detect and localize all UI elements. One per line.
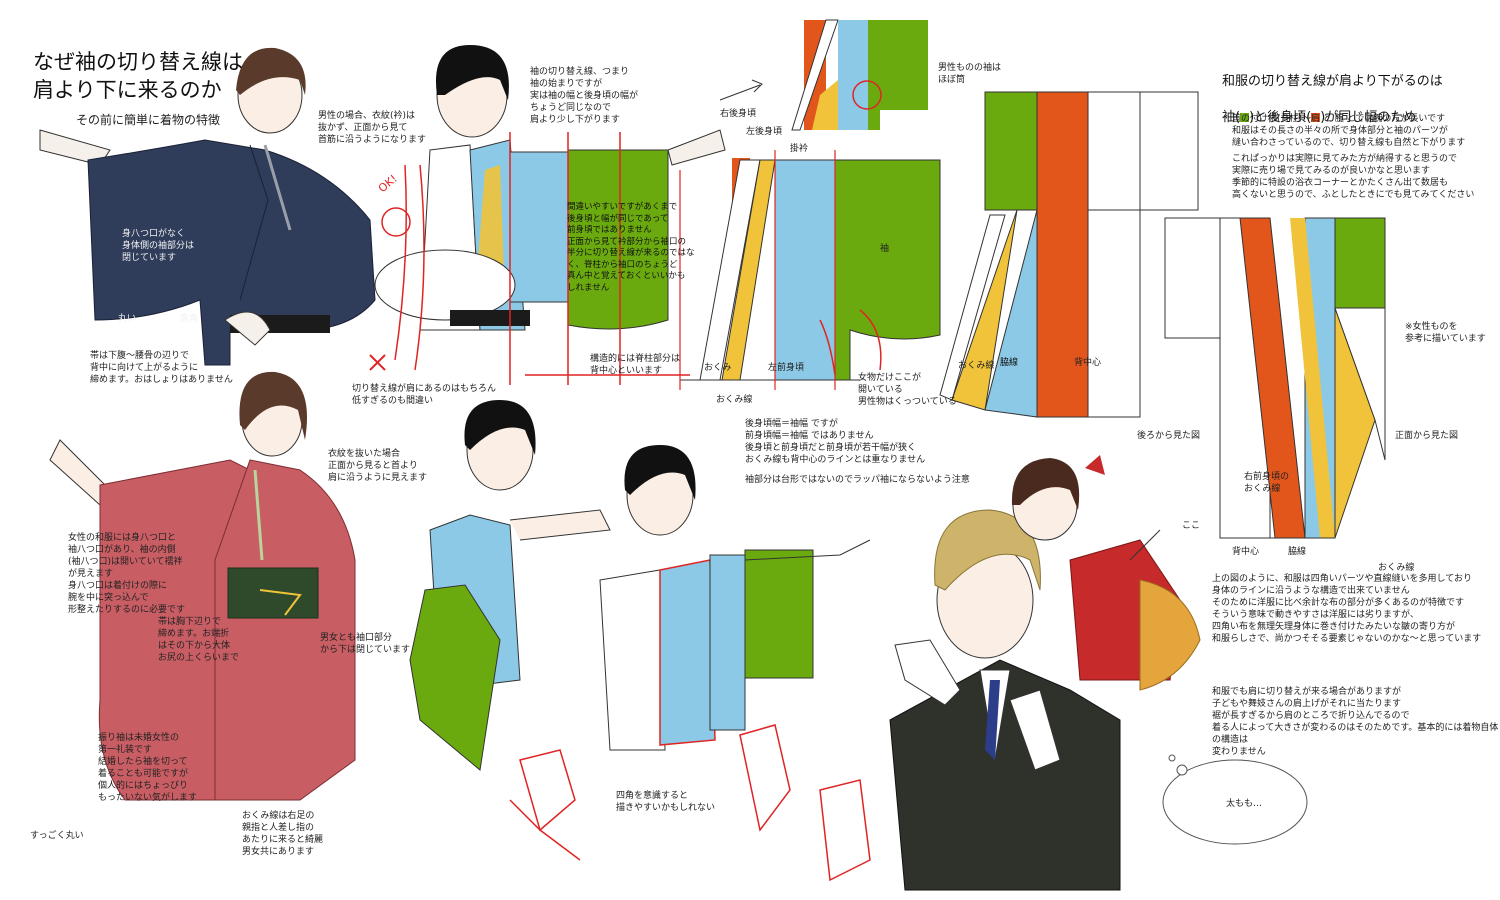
- back-view-diagram: [939, 91, 1199, 418]
- label-okumi: おくみ: [704, 363, 732, 373]
- label-sechushin-back: 背中心: [1074, 358, 1102, 368]
- right-header-line2: 袖( )と後身頃( )が同じ幅のため: [1222, 91, 1416, 127]
- small-sleeve-diagram: [719, 19, 928, 131]
- bottom-para-2: 和服でも肩に切り替えが来る場合がありますが 子どもや舞妓さんの肩上げがそれに当た…: [1212, 687, 1499, 757]
- orange-swatch: [1311, 113, 1321, 122]
- label-okumisen-front: おくみ線: [1378, 563, 1415, 573]
- man-suit-with-girl-figure: [889, 455, 1201, 891]
- two-men-sleeve-figure: [409, 400, 871, 882]
- front-view-diagram: [1164, 217, 1386, 539]
- label-okumisen-mid: おくみ線: [716, 395, 753, 405]
- note-furisode: 振り袖は未婚女性の 第一礼装です 結婚したら袖を切って 着ることも可能ですが 個…: [98, 733, 198, 803]
- label-sode: 袖: [880, 244, 890, 254]
- label-okumisen-back: おくみ線: [958, 361, 995, 371]
- label-futomomo: 太もも…: [1226, 799, 1263, 809]
- label-front-view: 正面から見た図: [1395, 431, 1459, 441]
- label-sechushin-front: 背中心: [1232, 547, 1260, 557]
- right-para-2: これぱっかりは実際に見てみた方が納得すると思うので 実際に売り場で見てみるのが良…: [1232, 154, 1475, 200]
- label-wakisen-back: 脇線: [1000, 358, 1019, 368]
- man-colored-diagram-figure: [369, 45, 726, 385]
- label-chokkaku: 直角: [180, 314, 199, 324]
- header-part-b: )と後身頃(: [1249, 110, 1312, 125]
- page-subtitle: その前に簡単に着物の特徴: [76, 113, 221, 127]
- label-sugoku-marui: すっごく丸い: [30, 831, 84, 841]
- note-female-kimono: 女性の和服には身八つ口と 袖八つ口があり、袖の内側 (袖八つ口)は開いていて襦袢…: [68, 533, 186, 615]
- label-hidari-ushiro: 左後身頃: [746, 127, 783, 137]
- label-koko: ここ: [1182, 521, 1201, 531]
- note-okumisen-foot: おくみ線は右足の 親指と人差し指の あたりに来ると綺麗 男女共にあります: [242, 811, 324, 857]
- label-migi-mae-okumi: 右前身頃の おくみ線: [1244, 472, 1290, 494]
- note-too-low: 切り替え線が肩にあるのはもちろん 低すぎるのも間違い: [352, 384, 497, 406]
- note-female-ref: ※女性ものを 参考に描いています: [1405, 322, 1486, 344]
- note-both-closed: 男女とも袖口部分 から下は閉じています: [320, 633, 411, 655]
- note-mistake: 間違いやすいですがあくまで 後身頃と幅が同じであって 前身頃ではありません 正面…: [567, 202, 695, 293]
- note-shikaku: 四角を意識すると 描きやすいかもしれない: [616, 791, 716, 813]
- green-swatch: [1240, 113, 1250, 122]
- right-para-1: 首の付け根(脊柱)～肩 と 腕 とでは腕の方が長いです 和服はその長さの半々の所…: [1232, 114, 1466, 148]
- note-male-collar: 男性の場合、衣紋(衿)は 抜かず、正面から見て 首筋に沿うようになります: [318, 111, 427, 145]
- man-navy-kimono-figure: [39, 47, 376, 366]
- page-title: なぜ袖の切り替え線は肩より下に来るのか: [33, 50, 243, 102]
- note-obi-female: 帯は胸下辺りで 締めます。お端折 はその下から大体 お尻の上くらいまで: [158, 617, 240, 663]
- note-onna-only: 女物だけここが 開いている 男性物はくっついている: [858, 373, 957, 407]
- header-part-c: )が同じ幅のため: [1320, 110, 1417, 125]
- label-kakeeri: 掛衿: [790, 144, 809, 154]
- label-back-view: 後ろから見た図: [1137, 431, 1201, 441]
- note-miyatsuguchi-male: 身八つ口がなく 身体側の袖部分は 閉じています: [122, 229, 195, 263]
- note-rappa: 袖部分は台形ではないのでラッパ袖にならないよう注意: [745, 475, 970, 485]
- note-seam-explain: 袖の切り替え線、つまり 袖の始まりですが 実は袖の幅と後身頃の幅が ちょうど同じ…: [530, 67, 639, 125]
- kimono-half-diagram: [679, 150, 941, 390]
- note-male-same-sleeve: 男性ものの袖は ほぼ筒: [938, 63, 1002, 85]
- note-female-collar: 衣紋を抜いた場合 正面から見ると首より 肩に沿うように見えます: [328, 449, 428, 483]
- thought-bubble: [1162, 754, 1308, 845]
- bottom-para-1: 上の図のように、和服は四角いパーツや直線縫いを多用しており 身体のラインに沿うよ…: [1212, 574, 1482, 644]
- label-migi-ushiro: 右後身頃: [720, 109, 757, 119]
- note-structure: 構造的には脊柱部分は 背中心といいます: [590, 354, 681, 376]
- label-marui: 丸い: [118, 314, 137, 324]
- label-hidari-mae: 左前身頃: [768, 363, 805, 373]
- right-header-line1: 和服の切り替え線が肩より下がるのは: [1222, 74, 1443, 89]
- note-width-eq: 後身頃幅＝袖幅 ですが 前身頃幅＝袖幅 ではありません 後身頃と前身頃だと前身頃…: [745, 419, 926, 465]
- woman-rose-kimono-figure: [49, 371, 356, 801]
- label-wakisen-front: 脇線: [1288, 547, 1307, 557]
- header-part-a: 袖(: [1222, 110, 1241, 125]
- note-obi-male: 帯は下腹～腰骨の辺りで 背中に向けて上がるように 締めます。おはしょりはありませ…: [90, 351, 233, 385]
